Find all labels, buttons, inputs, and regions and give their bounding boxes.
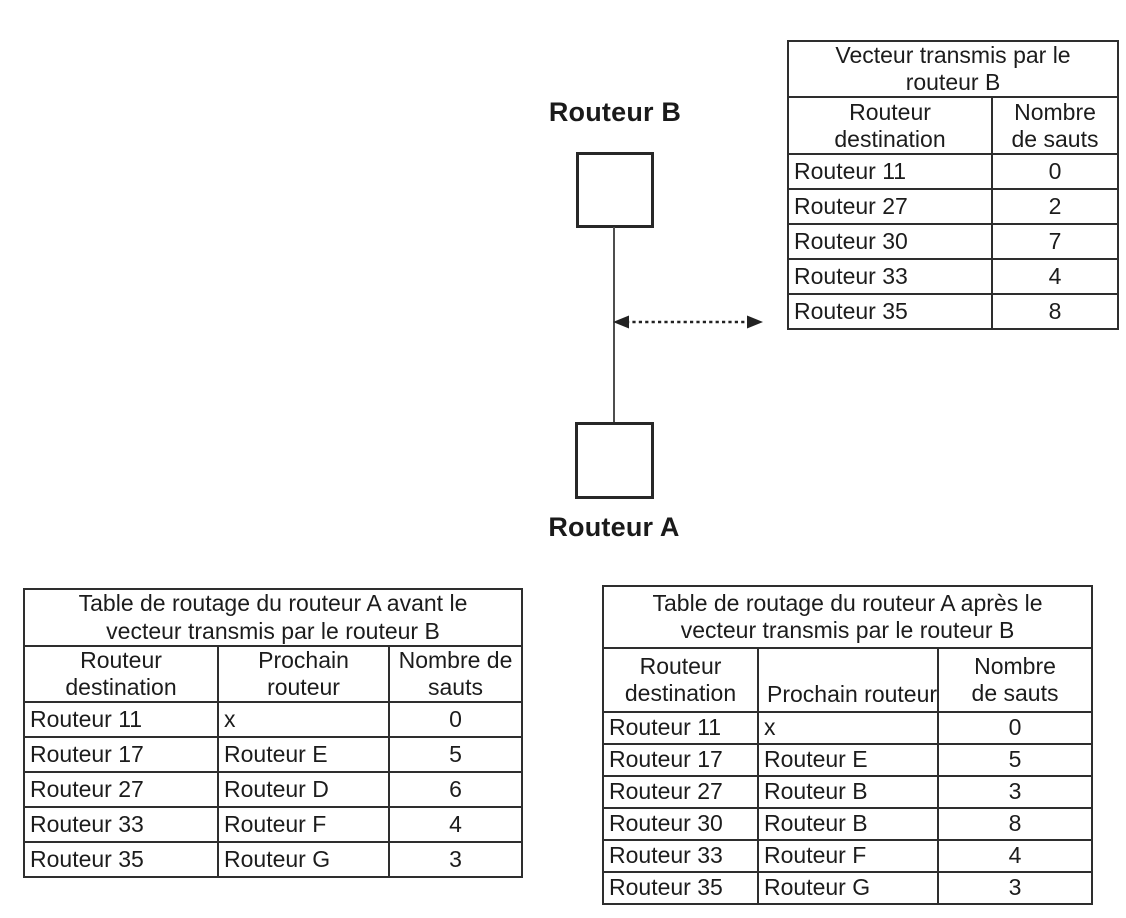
table-title: Vecteur transmis par le routeur B: [787, 39, 1119, 99]
table-cell: Routeur 33: [787, 258, 993, 296]
table-cell: 5: [936, 743, 1094, 777]
table-cell: Routeur 35: [602, 871, 759, 905]
table-cell: Routeur E: [757, 743, 939, 777]
table-cell: 7: [991, 223, 1119, 261]
table-cell: 0: [991, 153, 1119, 191]
router-link-line: [613, 227, 615, 423]
table-cell: Routeur E: [217, 736, 390, 774]
table-cell: Routeur 17: [23, 736, 219, 774]
table-cell: Routeur 27: [787, 188, 993, 226]
table-cell: x: [217, 701, 390, 739]
table-cell: Routeur 30: [787, 223, 993, 261]
table-cell: 0: [388, 701, 523, 739]
table-cell: Routeur 17: [602, 743, 759, 777]
table-cell: Routeur 35: [23, 841, 219, 879]
table-cell: Routeur 11: [787, 153, 993, 191]
table-cell: Routeur 11: [23, 701, 219, 739]
router-a-node: [575, 422, 654, 499]
table-cell: 0: [936, 711, 1094, 745]
column-header: Nombre de sauts: [936, 647, 1094, 713]
table-cell: Routeur F: [217, 806, 390, 844]
table-title: Table de routage du routeur A avant le v…: [23, 588, 523, 647]
table-cell: 4: [936, 839, 1094, 873]
table-title: Table de routage du routeur A après le v…: [601, 585, 1094, 649]
vector-transfer-arrow-icon: [613, 315, 763, 329]
table-cell: 3: [936, 871, 1094, 905]
table-cell: 4: [388, 806, 523, 844]
table-cell: 8: [991, 293, 1119, 331]
table-cell: Routeur 33: [602, 839, 759, 873]
table-cell: 8: [936, 807, 1094, 841]
column-header: Prochain routeur: [217, 644, 390, 704]
table-cell: Routeur 30: [602, 807, 759, 841]
column-header: Routeur destination: [787, 96, 993, 156]
table-cell: 3: [388, 841, 523, 879]
table-title-row: Table de routage du routeur A après le v…: [601, 585, 1094, 649]
table-cell: 4: [991, 258, 1119, 296]
column-header: Nombre de sauts: [388, 644, 523, 704]
table-cell: Routeur 33: [23, 806, 219, 844]
routing-table-before: Table de routage du routeur A avant le v…: [23, 588, 523, 879]
table-cell: Routeur D: [217, 771, 390, 809]
table-cell: Routeur F: [757, 839, 939, 873]
router-b-node: [576, 152, 654, 228]
table-title-row: Vecteur transmis par le routeur B: [787, 39, 1119, 99]
table-cell: 2: [991, 188, 1119, 226]
table-cell: Routeur B: [757, 807, 939, 841]
router-b-label: Routeur B: [548, 97, 682, 127]
table-title-row: Table de routage du routeur A avant le v…: [23, 588, 523, 647]
table-cell: Routeur 27: [602, 775, 759, 809]
column-header: Prochain routeur: [757, 647, 939, 713]
column-header: Routeur destination: [23, 644, 219, 704]
column-header: Routeur destination: [602, 647, 759, 713]
table-cell: Routeur G: [757, 871, 939, 905]
table-cell: Routeur G: [217, 841, 390, 879]
column-header: Nombre de sauts: [991, 96, 1119, 156]
table-cell: 5: [388, 736, 523, 774]
table-cell: Routeur 11: [602, 711, 759, 745]
router-a-label: Routeur A: [548, 512, 680, 542]
table-cell: Routeur 35: [787, 293, 993, 331]
table-cell: x: [757, 711, 939, 745]
table-cell: 6: [388, 771, 523, 809]
table-cell: Routeur B: [757, 775, 939, 809]
routing-table-after: Table de routage du routeur A après le v…: [601, 585, 1094, 905]
table-cell: Routeur 27: [23, 771, 219, 809]
table-cell: 3: [936, 775, 1094, 809]
